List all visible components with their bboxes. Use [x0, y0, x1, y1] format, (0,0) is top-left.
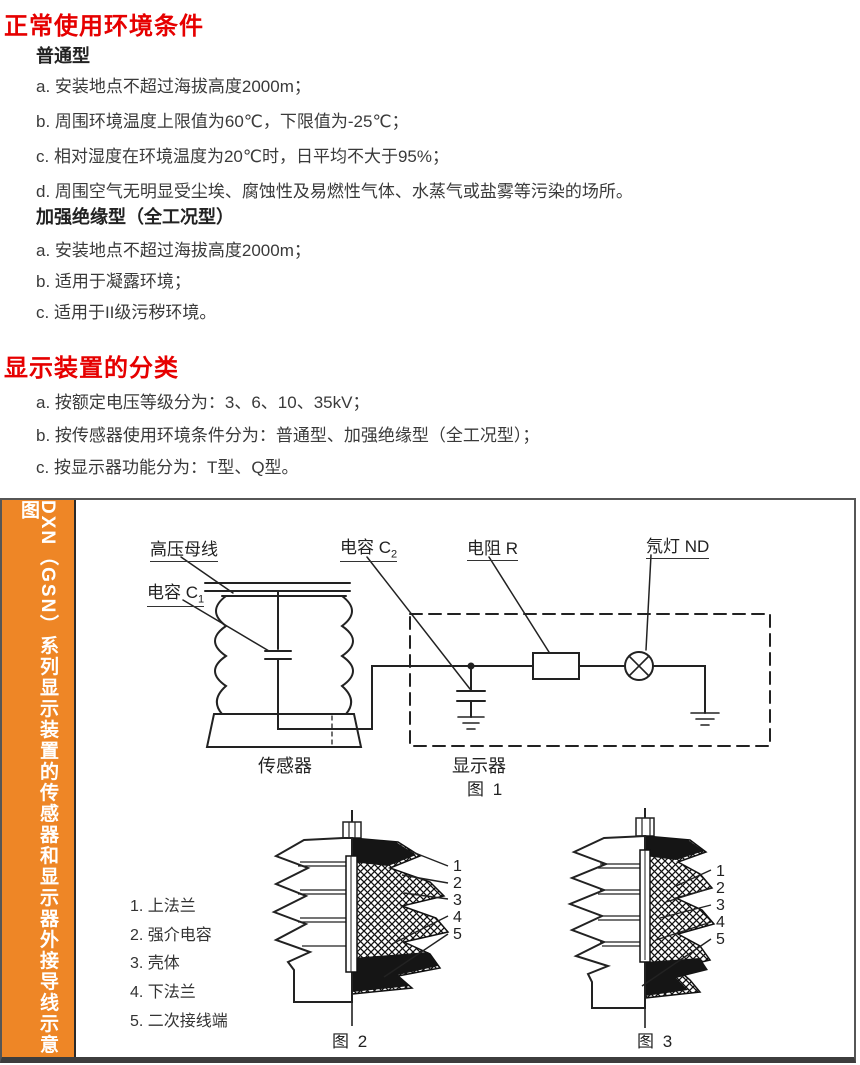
- fig1-circuit: [180, 554, 771, 748]
- c2-capacitor-branch: [456, 665, 486, 730]
- fig3-caption: 图 3: [637, 1032, 675, 1051]
- label-capacitor-c2: 电容 C2: [340, 533, 398, 563]
- fig2-cross-section: 1 2 3 4 5: [271, 810, 462, 1026]
- label-sensor: 传感器: [258, 756, 312, 776]
- fig2-callout-lines: [383, 850, 449, 978]
- legend-item-secondary-terminal: 5. 二次接线端: [130, 1012, 228, 1030]
- fig3-callout-4: 4: [716, 914, 725, 931]
- label-display: 显示器: [452, 756, 506, 776]
- parts-legend: 1. 上法兰 2. 强介电容 3. 壳体 4. 下法兰 5. 二次接线端: [130, 893, 228, 1037]
- condition-item-b: b. 周围环境温度上限值为60℃，下限值为-25℃；: [36, 112, 409, 131]
- legend-item-upper-flange: 1. 上法兰: [130, 898, 196, 915]
- fig3-callout-2: 2: [716, 880, 725, 897]
- classification-item-a: a. 按额定电压等级分为：3、6、10、35kV；: [36, 393, 370, 412]
- classification-item-b: b. 按传感器使用环境条件分为：普通型、加强绝缘型（全工况型）；: [36, 426, 540, 445]
- label-capacitor-c1-text: 电容 C: [147, 583, 198, 602]
- fig2-callout-3: 3: [453, 892, 462, 909]
- busbar-lines: [204, 582, 351, 592]
- fig3-callout-1: 1: [716, 863, 725, 880]
- classification-item-c: c. 按显示器功能分为：T型、Q型。: [36, 458, 299, 477]
- legend-item-lower-flange: 4. 下法兰: [130, 984, 196, 1002]
- legend-item-capacitor: 2. 强介电容: [130, 926, 212, 944]
- heading-normal-use-conditions: 正常使用环境条件: [4, 13, 204, 40]
- diagram-artwork: 1 2 3 4 5: [180, 554, 771, 1028]
- condition-item-a: a. 安装地点不超过海拔高度2000m；: [36, 77, 311, 96]
- label-hv-busbar: 高压母线: [150, 535, 218, 562]
- c1-capacitor-wiring: [264, 591, 534, 730]
- ground-symbol: [690, 712, 720, 726]
- reinforced-item-c: c. 适用于II级污秽环境。: [36, 303, 217, 322]
- fig3-callout-5: 5: [716, 931, 725, 948]
- resistor-symbol: [532, 652, 580, 680]
- condition-item-c: c. 相对湿度在环境温度为20℃时，日平均不大于95%；: [36, 147, 449, 166]
- label-capacitor-c2-sub: 2: [391, 548, 398, 561]
- label-capacitor-c1-sub: 1: [198, 593, 205, 606]
- subheading-ordinary-type: 普通型: [36, 46, 90, 66]
- diagram-sidebar: DXN（GSN）系列显示装置的传感器和显示器外接导线示意图: [2, 500, 76, 1057]
- subheading-reinforced-type: 加强绝缘型（全工况型）: [36, 207, 234, 227]
- fig3-outline-half: [567, 834, 646, 1009]
- heading-display-classification: 显示装置的分类: [4, 355, 179, 382]
- fig3-callout-lines: [641, 869, 712, 987]
- fig2-callout-2: 2: [453, 875, 462, 892]
- fig3-callout-3: 3: [716, 897, 725, 914]
- fig2-outline-half: [271, 837, 353, 1003]
- neon-lamp-symbol: [624, 651, 654, 681]
- sensor-insulator: [205, 595, 363, 748]
- label-capacitor-c1: 电容 C1: [147, 578, 205, 608]
- condition-item-d: d. 周围空气无明显受尘埃、腐蚀性及易燃性气体、水蒸气或盐雾等污染的场所。: [36, 182, 633, 201]
- fig3-cross-section: 1 2 3 4 5: [567, 808, 725, 1028]
- label-neon-lamp-nd: 氖灯 ND: [646, 532, 710, 559]
- legend-item-housing: 3. 壳体: [130, 955, 180, 973]
- reinforced-item-b: b. 适用于凝露环境；: [36, 272, 191, 291]
- fig2-callout-numbers: 1 2 3 4 5: [453, 858, 462, 943]
- reinforced-item-a: a. 安装地点不超过海拔高度2000m；: [36, 241, 311, 260]
- fig2-caption: 图 2: [332, 1032, 370, 1051]
- fig3-callout-numbers: 1 2 3 4 5: [716, 863, 725, 948]
- display-dashed-box: [409, 613, 771, 747]
- sidebar-vertical-title: DXN（GSN）系列显示装置的传感器和显示器外接导线示意图: [18, 500, 58, 1056]
- label-capacitor-c2-text: 电容 C: [340, 538, 391, 557]
- fig1-caption: 图 1: [467, 780, 505, 799]
- fig2-callout-4: 4: [453, 909, 462, 926]
- fig2-callout-5: 5: [453, 926, 462, 943]
- label-resistor-r: 电阻 R: [467, 534, 518, 561]
- fig2-callout-1: 1: [453, 858, 462, 875]
- fig1-leader-lines: [180, 554, 652, 690]
